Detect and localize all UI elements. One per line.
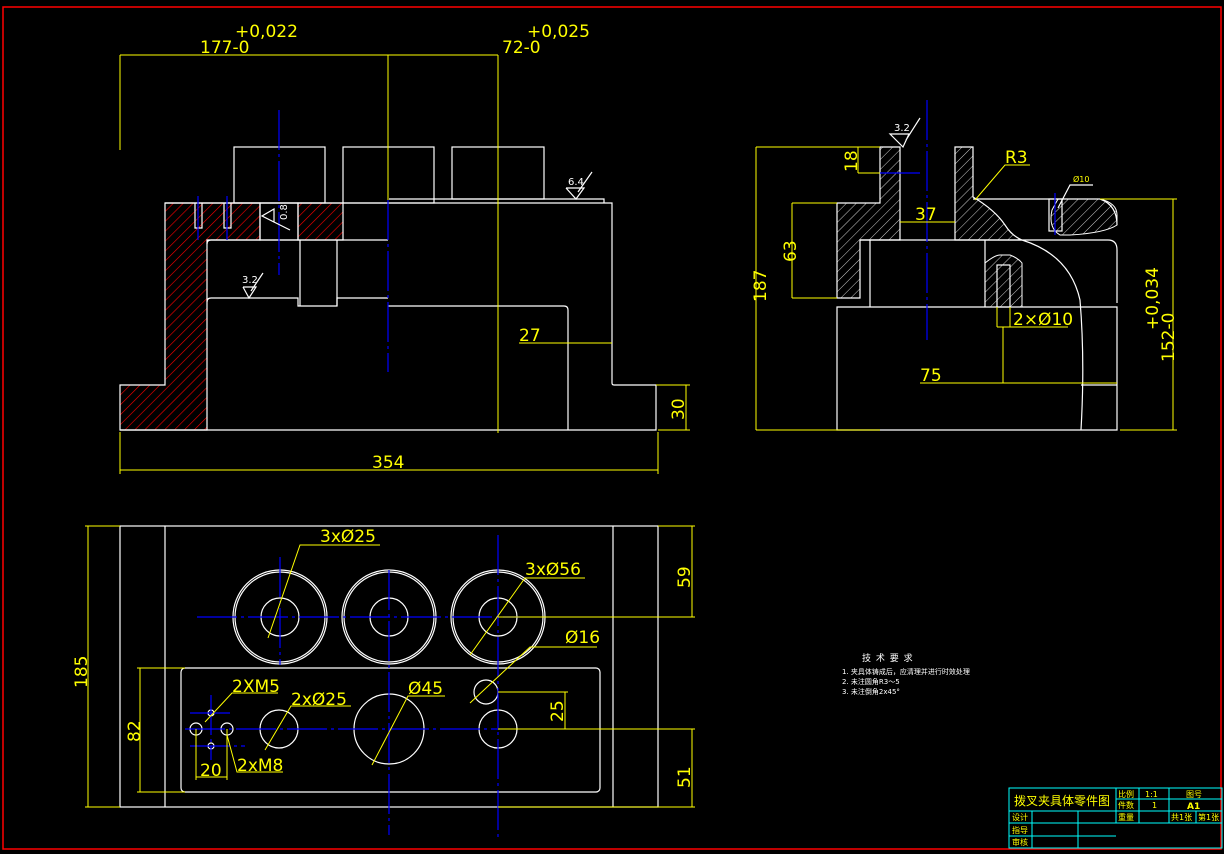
front-hatch-left bbox=[119, 202, 261, 431]
side-pins: 2×Ø10 bbox=[1013, 310, 1073, 330]
top-view: 3xØ25 3xØ56 Ø16 2XM5 2xØ25 Ø45 2xM8 20 8… bbox=[72, 525, 695, 840]
dim-185: 185 bbox=[72, 656, 92, 688]
front-view: +0,022 177-0 +0,025 72-0 27 30 354 6.4 3… bbox=[119, 22, 690, 474]
review-label: 审核 bbox=[1012, 837, 1028, 847]
qty-value: 1 bbox=[1152, 801, 1157, 810]
side-dim-63: 63 bbox=[781, 240, 801, 262]
side-dim-152: 152-0 bbox=[1159, 313, 1179, 362]
sheets-total: 共1张 bbox=[1171, 813, 1192, 822]
dim-51: 51 bbox=[675, 766, 695, 788]
side-phi10: Ø10 bbox=[1073, 174, 1089, 184]
side-dim-187: 187 bbox=[751, 270, 771, 302]
scale-value: 1:1 bbox=[1145, 790, 1158, 799]
front-dim-354: 354 bbox=[372, 453, 404, 473]
side-hatch-far bbox=[1050, 198, 1118, 236]
rough-0-8: 0.8 bbox=[279, 204, 290, 220]
side-tol-152: +0,034 bbox=[1143, 267, 1163, 330]
tech-item-3: 3. 未注倒角2x45° bbox=[842, 687, 900, 696]
label-3x56: 3xØ56 bbox=[525, 560, 581, 580]
front-dim-27: 27 bbox=[519, 326, 541, 346]
side-dim-75: 75 bbox=[920, 366, 942, 386]
title-block: 拨叉夹具体零件图 比例 1:1 图号 件数 1 A1 重量 共1张 第1张 设计… bbox=[1008, 787, 1223, 849]
drawing-frame bbox=[2, 6, 1222, 850]
drawing-no-value: A1 bbox=[1187, 802, 1200, 812]
front-hatch-mid bbox=[297, 202, 344, 241]
label-2xm8: 2xM8 bbox=[237, 756, 283, 776]
sheet-no: 第1张 bbox=[1198, 812, 1219, 822]
side-rough-3-2: 3.2 bbox=[894, 123, 910, 134]
side-r3: R3 bbox=[1005, 148, 1028, 168]
title-text: 拨叉夹具体零件图 bbox=[1014, 794, 1110, 808]
front-dim-72: 72-0 bbox=[502, 38, 541, 58]
dim-82: 82 bbox=[125, 720, 145, 742]
rough-6-4: 6.4 bbox=[568, 177, 584, 188]
tech-item-1: 1. 夹具体铸成后，应清理并进行时效处理 bbox=[842, 667, 970, 676]
dim-20: 20 bbox=[200, 761, 222, 781]
tech-item-2: 2. 未注圆角R3～5 bbox=[842, 677, 900, 686]
front-tol-72: +0,025 bbox=[527, 22, 590, 42]
side-dim-37: 37 bbox=[915, 205, 937, 225]
side-hatch-right bbox=[954, 146, 1023, 241]
scale-label: 比例 bbox=[1118, 789, 1134, 799]
qty-label: 件数 bbox=[1118, 800, 1134, 810]
front-dim-30: 30 bbox=[669, 398, 689, 420]
guide-label: 指导 bbox=[1012, 825, 1028, 835]
technical-requirements: 技 术 要 求 1. 夹具体铸成后，应清理并进行时效处理 2. 未注圆角R3～5… bbox=[842, 652, 970, 696]
dim-25: 25 bbox=[548, 700, 568, 722]
dim-59: 59 bbox=[675, 566, 695, 588]
label-2x25: 2xØ25 bbox=[291, 690, 347, 710]
label-3x25: 3xØ25 bbox=[320, 527, 376, 547]
label-phi16: Ø16 bbox=[565, 628, 600, 648]
label-phi45: Ø45 bbox=[408, 679, 443, 699]
side-dim-18: 18 bbox=[842, 150, 862, 172]
tech-title: 技 术 要 求 bbox=[862, 652, 914, 664]
design-label: 设计 bbox=[1012, 812, 1028, 822]
label-2xm5: 2XM5 bbox=[232, 677, 280, 697]
drawing-no-label: 图号 bbox=[1186, 790, 1202, 799]
side-view: 187 63 18 37 R3 Ø10 2×Ø10 75 +0,034 152-… bbox=[751, 100, 1179, 431]
side-hatch-pin bbox=[984, 254, 1023, 308]
rough-3-2: 3.2 bbox=[242, 275, 258, 286]
weight-label: 重量 bbox=[1118, 812, 1134, 822]
front-tol-177: +0,022 bbox=[235, 22, 298, 42]
front-dim-177: 177-0 bbox=[200, 38, 249, 58]
